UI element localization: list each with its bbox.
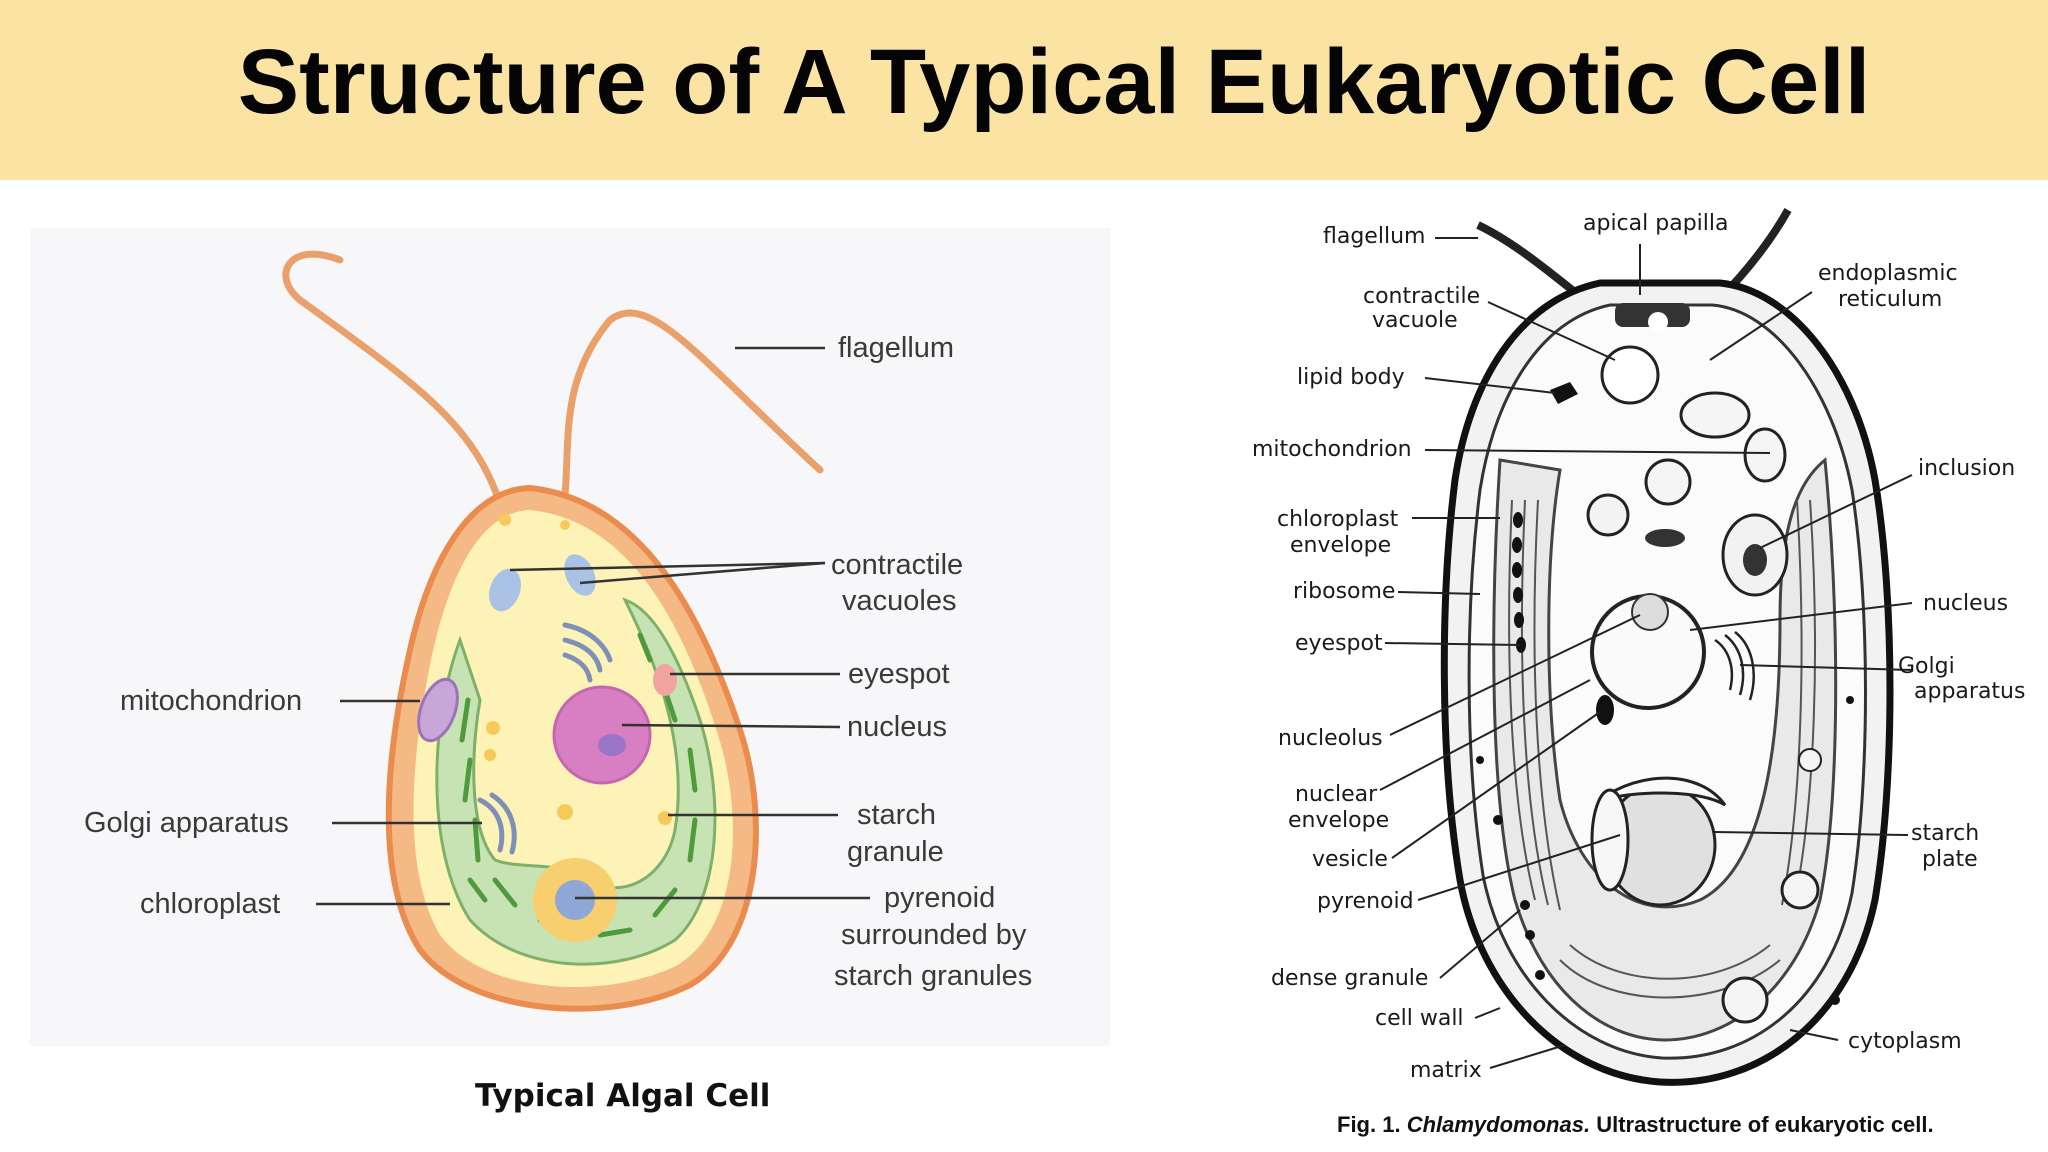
right-label-lipid-body: lipid body: [1297, 365, 1405, 390]
algal-cell-diagram: flagellum contractile vacuoles eyespot n…: [84, 250, 1032, 1012]
right-figure-caption: Fig. 1. Chlamydomonas. Ultrastructure of…: [1337, 1112, 1934, 1138]
right-label-nucleus: nucleus: [1923, 591, 2008, 616]
right-label-cell-wall: cell wall: [1375, 1006, 1464, 1031]
chlamydomonas-diagram: flagellum apical papilla contractile vac…: [1252, 208, 2025, 1086]
left-label-golgi: Golgi apparatus: [84, 807, 289, 839]
chlamy-lipid-body: [1550, 382, 1578, 404]
left-label-pyrenoid-3: starch granules: [834, 960, 1032, 992]
chlamy-small-vacuole: [1644, 458, 1692, 506]
left-label-eyespot: eyespot: [848, 658, 950, 690]
right-label-pyrenoid: pyrenoid: [1317, 889, 1414, 914]
right-label-chloroplast-2: envelope: [1290, 533, 1391, 558]
algal-mitochondrion: [417, 677, 459, 743]
chlamy-chloroplast: [1492, 457, 1838, 1042]
caption-prefix: Fig. 1.: [1337, 1112, 1401, 1137]
chlamy-vesicle-right: [1798, 748, 1822, 772]
left-label-flagellum: flagellum: [838, 332, 954, 364]
page-title: Structure of A Typical Eukaryotic Cell: [237, 31, 1871, 133]
right-label-ribosome: ribosome: [1293, 579, 1395, 604]
right-label-starch-2: plate: [1922, 847, 1978, 872]
left-label-starch-1: starch: [857, 799, 936, 831]
algal-pyrenoid: [555, 880, 595, 920]
right-label-golgi-1: Golgi: [1898, 654, 1955, 679]
left-figure-caption: Typical Algal Cell: [475, 1078, 771, 1114]
right-label-contractile-2: vacuole: [1372, 308, 1458, 333]
right-leader-lines: [1379, 237, 1913, 1069]
papilla-pore: [1648, 312, 1668, 332]
right-label-nuclear-1: nuclear: [1295, 782, 1378, 807]
left-label-starch-2: granule: [847, 836, 944, 868]
algal-eyespot: [653, 664, 677, 696]
chlamy-mitochondrion-3: [1721, 976, 1769, 1024]
chlamy-eyespot: [1512, 512, 1526, 653]
chlamy-dense-body: [1645, 529, 1685, 547]
starch-plate-left: [1590, 788, 1630, 892]
chlamy-golgi: [1714, 631, 1755, 701]
caption-rest: Ultrastructure of eukaryotic cell.: [1596, 1112, 1934, 1137]
contractile-vacuole-2: [564, 554, 596, 596]
chlamy-nucleolus: [1631, 593, 1669, 631]
right-label-apical-papilla: apical papilla: [1583, 211, 1728, 236]
right-label-vesicle: vesicle: [1312, 847, 1388, 872]
starch-granules: [484, 514, 672, 825]
right-label-eyespot: eyespot: [1295, 631, 1383, 656]
right-label-er-1: endoplasmic: [1818, 261, 1958, 286]
right-label-matrix: matrix: [1410, 1058, 1482, 1083]
right-label-inclusion: inclusion: [1918, 456, 2015, 481]
right-label-nuclear-2: envelope: [1288, 808, 1389, 833]
right-label-er-2: reticulum: [1838, 287, 1942, 312]
algal-chloroplast: [435, 597, 717, 966]
right-label-golgi-2: apparatus: [1914, 679, 2025, 704]
algal-nucleus: [552, 685, 652, 785]
left-flagellum: [282, 250, 502, 502]
algal-nucleolus: [598, 734, 626, 756]
chlamy-mitochondrion-2: [1743, 427, 1787, 483]
right-label-dense-granule: dense granule: [1271, 966, 1428, 991]
chlamy-starch-plate: [1599, 776, 1727, 807]
chloroplast-lamellae: [1508, 499, 1816, 999]
left-label-mitochondrion: mitochondrion: [120, 685, 302, 717]
right-label-starch-1: starch: [1911, 821, 1979, 846]
left-label-pyrenoid-2: surrounded by: [841, 919, 1027, 951]
left-label-pyrenoid-1: pyrenoid: [884, 882, 995, 914]
right-label-chloroplast-1: chloroplast: [1277, 507, 1399, 532]
chlamy-vesicle-upper: [1586, 493, 1630, 537]
right-label-nucleolus: nucleolus: [1278, 726, 1383, 751]
left-label-contractile-2: vacuoles: [842, 585, 956, 617]
chlamy-contractile-vacuole: [1600, 345, 1660, 405]
chlamy-vesicle-lower: [1780, 870, 1820, 910]
title-band: [0, 0, 2048, 180]
left-leader-lines: [316, 346, 870, 906]
right-flagellum: [561, 309, 824, 499]
golgi-top: [562, 622, 613, 683]
caption-italic: Chlamydomonas.: [1406, 1112, 1591, 1137]
chlamy-mitochondrion-1: [1679, 391, 1751, 439]
right-label-contractile-1: contractile: [1363, 284, 1480, 309]
chlamy-vesicle: [1596, 695, 1614, 725]
contractile-vacuole-1: [489, 568, 521, 612]
right-label-cytoplasm: cytoplasm: [1848, 1029, 1962, 1054]
inclusion-core: [1743, 544, 1767, 576]
golgi-lower: [477, 792, 517, 855]
left-label-contractile-1: contractile: [831, 549, 963, 581]
right-label-mitochondrion: mitochondrion: [1252, 437, 1412, 462]
chlamy-dense-granules: [1476, 696, 1854, 1005]
left-label-nucleus: nucleus: [847, 711, 947, 743]
right-label-flagellum: flagellum: [1323, 224, 1425, 249]
left-label-chloroplast: chloroplast: [140, 888, 280, 920]
